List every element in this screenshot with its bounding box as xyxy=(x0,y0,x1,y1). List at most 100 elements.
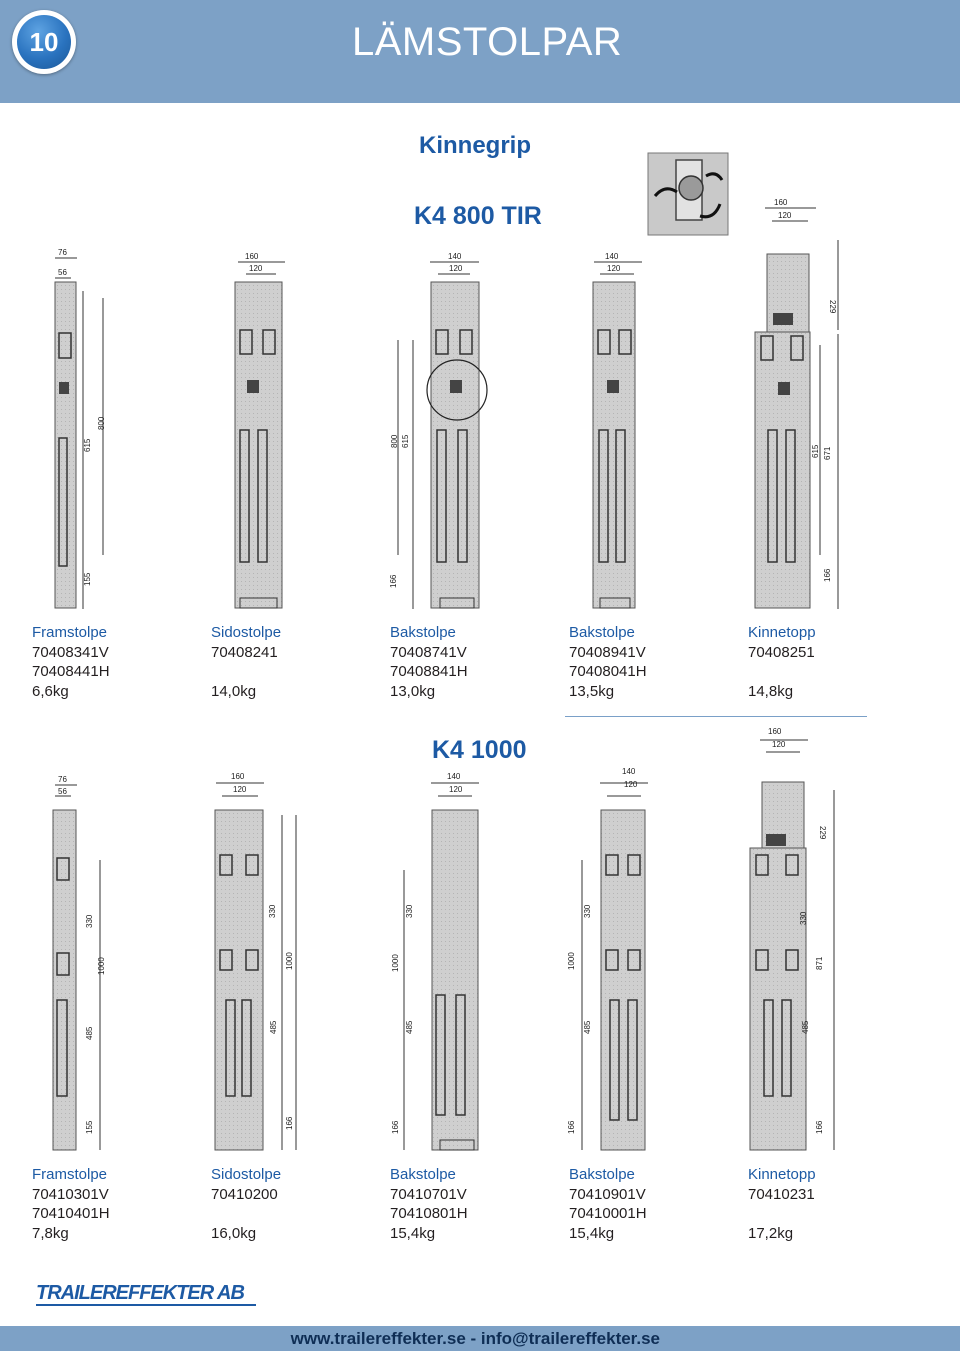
caption-line: 70410200 xyxy=(211,1185,278,1203)
dimension-label: 485 xyxy=(405,1020,414,1034)
dimension-label: 485 xyxy=(269,1020,278,1034)
dimension-label: 120 xyxy=(249,264,263,273)
caption-line: 70408041H xyxy=(569,663,647,680)
page-number: 10 xyxy=(17,15,71,69)
dimension-label: 485 xyxy=(583,1020,592,1034)
caption-line: 70408841H xyxy=(390,663,468,680)
dimension-label: 485 xyxy=(85,1026,94,1040)
caption-title: Framstolpe xyxy=(32,1166,108,1183)
dimension-label: 166 xyxy=(391,1120,400,1134)
dimension-label: 229 xyxy=(818,826,827,840)
caption-title: Bakstolpe xyxy=(569,624,635,641)
caption-s1-2: Bakstolpe 70408741V 70408841H 13,0kg xyxy=(390,623,565,701)
logo-underline xyxy=(36,1304,256,1306)
dimension-label: 140 xyxy=(605,252,619,261)
caption-title: Bakstolpe xyxy=(390,1166,456,1183)
caption-line: 70410701V xyxy=(390,1185,467,1203)
dimension-label: 120 xyxy=(772,740,786,749)
caption-title: Framstolpe xyxy=(32,624,108,641)
post-sidostolpe-1000 xyxy=(214,809,264,1151)
caption-line: 70410231 xyxy=(748,1185,815,1203)
post-bakstolpe-1000-a xyxy=(431,809,479,1151)
caption-line: 70408441H xyxy=(32,663,110,680)
dimension-label: 330 xyxy=(799,911,808,925)
caption-line: 15,4kg xyxy=(390,1224,436,1242)
latch-illustration xyxy=(647,152,729,236)
dimension-label: 140 xyxy=(622,767,636,776)
dimension-label: 330 xyxy=(405,904,414,918)
caption-line: 14,8kg xyxy=(748,682,794,700)
caption-s2-0: Framstolpe 70410301V 70410401H 7,8kg xyxy=(32,1165,207,1243)
dimension-label: 120 xyxy=(778,211,792,220)
caption-line: 16,0kg xyxy=(211,1224,257,1242)
caption-line: 70408241 xyxy=(211,643,278,661)
caption-line: 70408251 xyxy=(748,643,815,661)
k4-800-tir-title: K4 800 TIR xyxy=(414,202,542,230)
caption-line xyxy=(748,1204,923,1224)
header-bar: 10 LÄMSTOLPAR xyxy=(0,0,960,103)
dimension-labels-s1: 7656160120140120140120160120615800155800… xyxy=(58,198,837,588)
dimension-label: 671 xyxy=(823,446,832,460)
caption-s1-3: Bakstolpe 70408941V 70408041H 13,5kg xyxy=(569,623,744,701)
caption-line xyxy=(211,662,386,682)
caption-title: Bakstolpe xyxy=(390,624,456,641)
caption-s2-1: Sidostolpe 70410200 16,0kg xyxy=(211,1165,386,1243)
dimension-label: 229 xyxy=(828,300,837,314)
post-sidostolpe-800 xyxy=(234,281,283,609)
dimension-label: 166 xyxy=(285,1116,294,1130)
dimension-label: 56 xyxy=(58,787,67,796)
k4-1000-title: K4 1000 xyxy=(432,736,527,764)
dim-lines-s2 xyxy=(55,739,835,1150)
dimension-label: 160 xyxy=(768,727,782,736)
dimension-label: 1000 xyxy=(567,952,576,970)
dimension-label: 166 xyxy=(567,1120,576,1134)
dimension-label: 140 xyxy=(448,252,462,261)
caption-s1-1: Sidostolpe 70408241 14,0kg xyxy=(211,623,386,701)
dimension-labels-s2: 7656160120140120140120160120330100048515… xyxy=(58,727,827,1134)
post-framstolpe-800 xyxy=(54,281,77,609)
dimension-label: 160 xyxy=(245,252,259,261)
dimension-label: 166 xyxy=(389,574,398,588)
dimension-label: 485 xyxy=(801,1020,810,1034)
caption-line: 70410401H xyxy=(32,1205,110,1222)
dim-lines-s1 xyxy=(55,207,839,609)
page-number-badge: 10 xyxy=(12,10,76,74)
dimension-label: 120 xyxy=(607,264,621,273)
dimension-label: 166 xyxy=(815,1120,824,1134)
page-title: LÄMSTOLPAR xyxy=(352,20,623,64)
caption-line: 13,0kg xyxy=(390,682,436,700)
post-framstolpe-1000 xyxy=(52,809,77,1151)
caption-line: 17,2kg xyxy=(748,1224,794,1242)
caption-s2-3: Bakstolpe 70410901V 70410001H 15,4kg xyxy=(569,1165,744,1243)
caption-line xyxy=(211,1204,386,1224)
kinnegrip-heading: Kinnegrip xyxy=(419,132,531,159)
dimension-label: 800 xyxy=(390,434,399,448)
dimension-label: 160 xyxy=(231,772,245,781)
caption-line xyxy=(748,662,923,682)
dimension-label: 155 xyxy=(83,572,92,586)
caption-line: 70410301V xyxy=(32,1185,109,1203)
dimension-label: 1000 xyxy=(97,957,106,975)
dimension-label: 140 xyxy=(447,772,461,781)
dimension-label: 120 xyxy=(233,785,247,794)
caption-title: Bakstolpe xyxy=(569,1166,635,1183)
caption-s2-2: Bakstolpe 70410701V 70410801H 15,4kg xyxy=(390,1165,565,1243)
dimension-label: 330 xyxy=(85,914,94,928)
caption-line: 7,8kg xyxy=(32,1224,69,1242)
dimension-label: 1000 xyxy=(391,954,400,972)
dimension-label: 76 xyxy=(58,775,67,784)
caption-s1-4: Kinnetopp 70408251 14,8kg xyxy=(748,623,923,701)
dimension-label: 330 xyxy=(268,904,277,918)
dimension-label: 1000 xyxy=(285,952,294,970)
footer-contact[interactable]: www.trailereffekter.se - info@trailereff… xyxy=(290,1329,660,1348)
dimension-label: 615 xyxy=(401,434,410,448)
company-logo: TRAILEREFFEKTER AB xyxy=(36,1282,245,1304)
caption-title: Kinnetopp xyxy=(748,624,816,641)
dimension-label: 56 xyxy=(58,268,67,277)
post-kinnetopp-800 xyxy=(754,253,811,609)
post-bakstolpe-800-a xyxy=(426,281,488,609)
caption-s2-4: Kinnetopp 70410231 17,2kg xyxy=(748,1165,923,1243)
post-bakstolpe-1000-b xyxy=(600,809,646,1151)
dimension-label: 76 xyxy=(58,248,67,257)
caption-line: 15,4kg xyxy=(569,1224,615,1242)
